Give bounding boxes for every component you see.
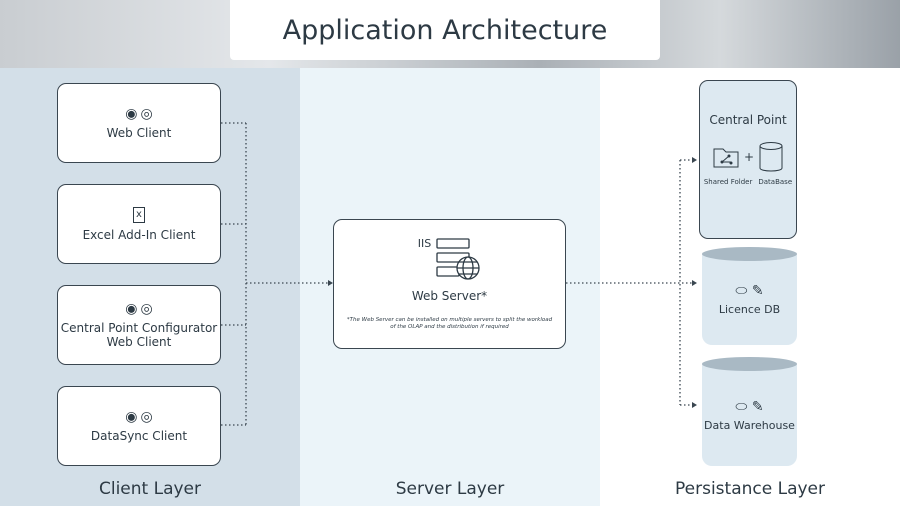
chrome-icon: ◉ bbox=[125, 408, 138, 425]
data-warehouse-cylinder: ⬭ ✎ Data Warehouse bbox=[702, 357, 797, 466]
client-layer-label: Client Layer bbox=[98, 479, 202, 499]
edge-icon: ◎ bbox=[140, 300, 153, 317]
server-globe-icon bbox=[436, 238, 480, 280]
sql-server-icon: ✎ bbox=[751, 398, 764, 415]
oracle-icon: ⬭ bbox=[735, 283, 748, 299]
web-server-box: IIS Web Server* *The Web Server can be i… bbox=[333, 219, 566, 349]
plus-sign: + bbox=[743, 150, 755, 164]
persistence-layer-label: Persistance Layer bbox=[675, 479, 825, 499]
shared-folder-icon bbox=[713, 148, 739, 168]
licence-db-cylinder: ⬭ ✎ Licence DB bbox=[702, 247, 797, 345]
licence-db-label: Licence DB bbox=[718, 303, 781, 316]
oracle-icon: ⬭ bbox=[735, 398, 748, 415]
datasync-client-label: DataSync Client bbox=[90, 428, 188, 443]
server-layer-label: Server Layer bbox=[395, 479, 505, 499]
edge-icon: ◎ bbox=[140, 408, 153, 425]
excel-client-box: x Excel Add-In Client bbox=[57, 184, 221, 264]
configurator-client-label: Central Point Configurator Web Client bbox=[60, 320, 218, 349]
sql-server-icon: ✎ bbox=[751, 283, 764, 299]
web-client-box: ◉◎ Web Client bbox=[57, 83, 221, 163]
datasync-client-box: ◉◎ DataSync Client bbox=[57, 386, 221, 466]
database-label: DataBase bbox=[758, 178, 793, 186]
web-client-label: Web Client bbox=[106, 125, 172, 140]
central-point-box: Central Point + Shared Folder DataBase bbox=[699, 80, 797, 239]
page-title: Application Architecture bbox=[230, 0, 660, 60]
web-server-label: Web Server* bbox=[411, 289, 488, 303]
excel-icon: x bbox=[133, 206, 145, 223]
configurator-client-box: ◉◎ Central Point Configurator Web Client bbox=[57, 285, 221, 365]
excel-client-label: Excel Add-In Client bbox=[82, 227, 196, 242]
shared-folder-label: Shared Folder bbox=[703, 178, 753, 186]
data-warehouse-label: Data Warehouse bbox=[704, 418, 795, 432]
chrome-icon: ◉ bbox=[125, 300, 138, 317]
chrome-icon: ◉ bbox=[125, 105, 138, 122]
central-point-title: Central Point bbox=[709, 113, 787, 127]
web-server-note: *The Web Server can be installed on mult… bbox=[346, 317, 553, 330]
edge-icon: ◎ bbox=[140, 105, 153, 122]
database-icon bbox=[759, 142, 783, 172]
iis-label: IIS bbox=[417, 237, 432, 250]
